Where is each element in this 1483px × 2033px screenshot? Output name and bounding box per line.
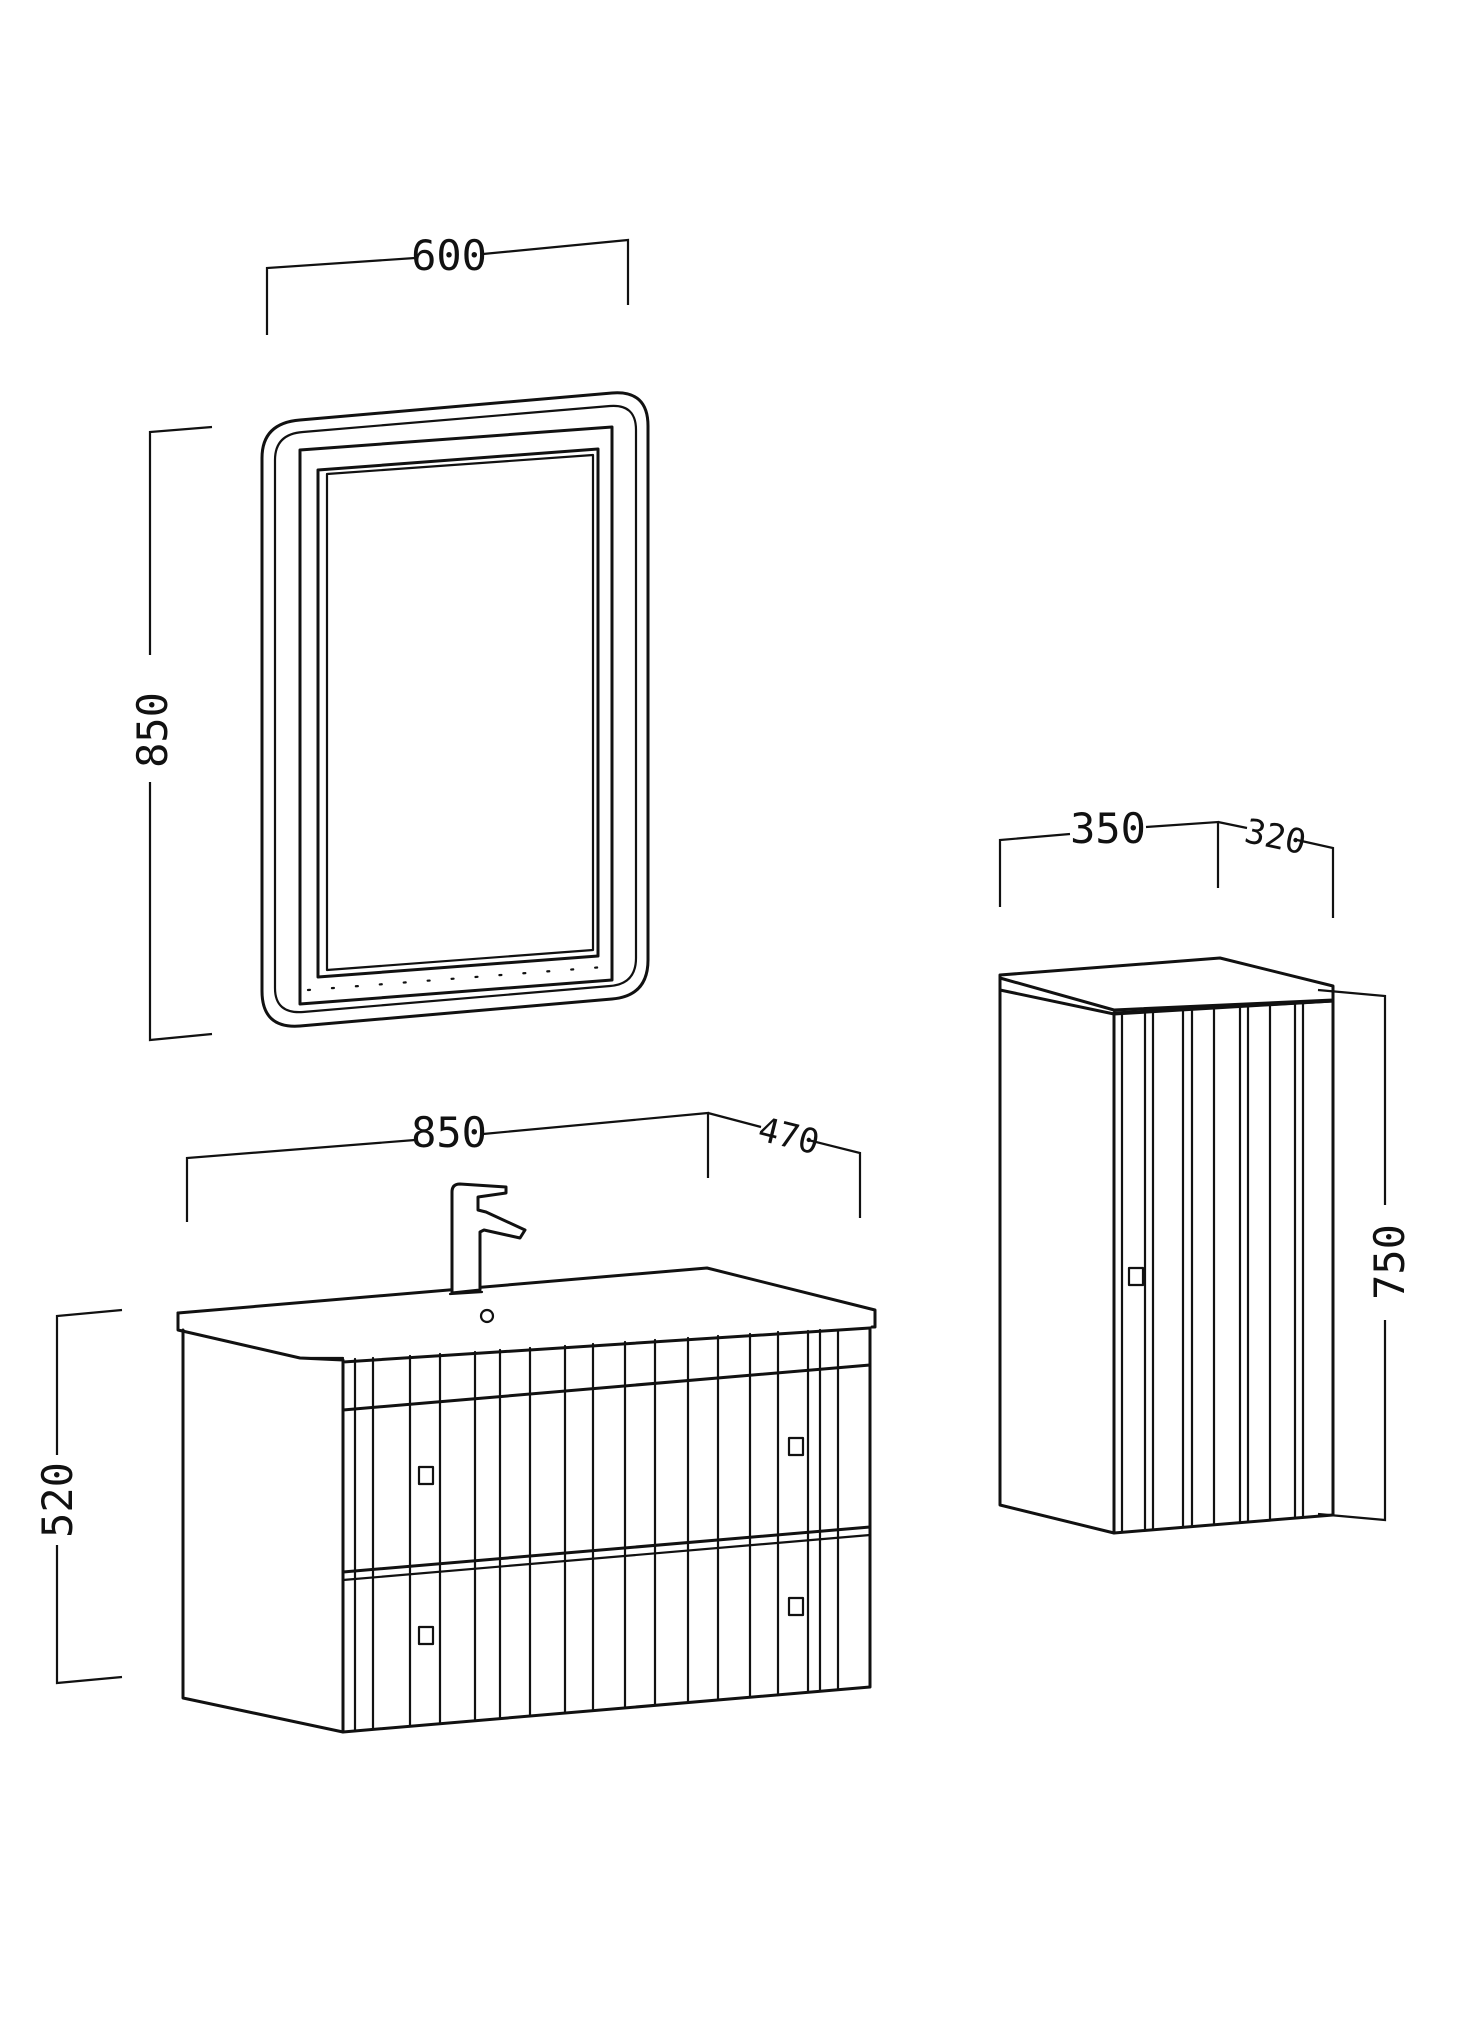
mirror-height-label: 850 [128, 692, 177, 768]
vanity-depth-dimension: 470 [707, 1109, 862, 1218]
mirror [260, 391, 650, 1028]
drawer-handle-icon [417, 1465, 435, 1486]
mirror-height-dimension: 850 [128, 425, 213, 1042]
cabinet-height-dimension: 750 [1317, 988, 1414, 1522]
cabinet-depth-label: 320 [1241, 811, 1309, 863]
vanity-width-label: 850 [411, 1108, 487, 1157]
vanity-flutes [353, 1328, 840, 1733]
drawer-handle-icon [417, 1625, 435, 1646]
mirror-width-dimension: 600 [265, 231, 630, 335]
drawer-handle-icon [787, 1436, 805, 1457]
cabinet-flutes [1143, 1001, 1305, 1532]
vanity-unit [176, 1182, 877, 1734]
cabinet-handle-icon [1127, 1266, 1145, 1287]
cabinet-height-label: 750 [1365, 1224, 1414, 1300]
vanity-width-dimension: 850 [185, 1108, 710, 1222]
cabinet-depth-dimension: 320 [1217, 811, 1335, 918]
faucet-icon [448, 1182, 527, 1324]
vanity-height-dimension: 520 [33, 1308, 123, 1685]
mirror-led-strip [306, 965, 606, 992]
vanity-depth-label: 470 [754, 1109, 823, 1163]
drawer-handle-icon [787, 1596, 805, 1617]
cabinet-width-dimension: 350 [998, 804, 1220, 907]
cabinet-width-label: 350 [1070, 804, 1146, 853]
vanity-height-label: 520 [33, 1462, 82, 1538]
mirror-width-label: 600 [411, 231, 487, 280]
tall-cabinet [998, 956, 1335, 1535]
